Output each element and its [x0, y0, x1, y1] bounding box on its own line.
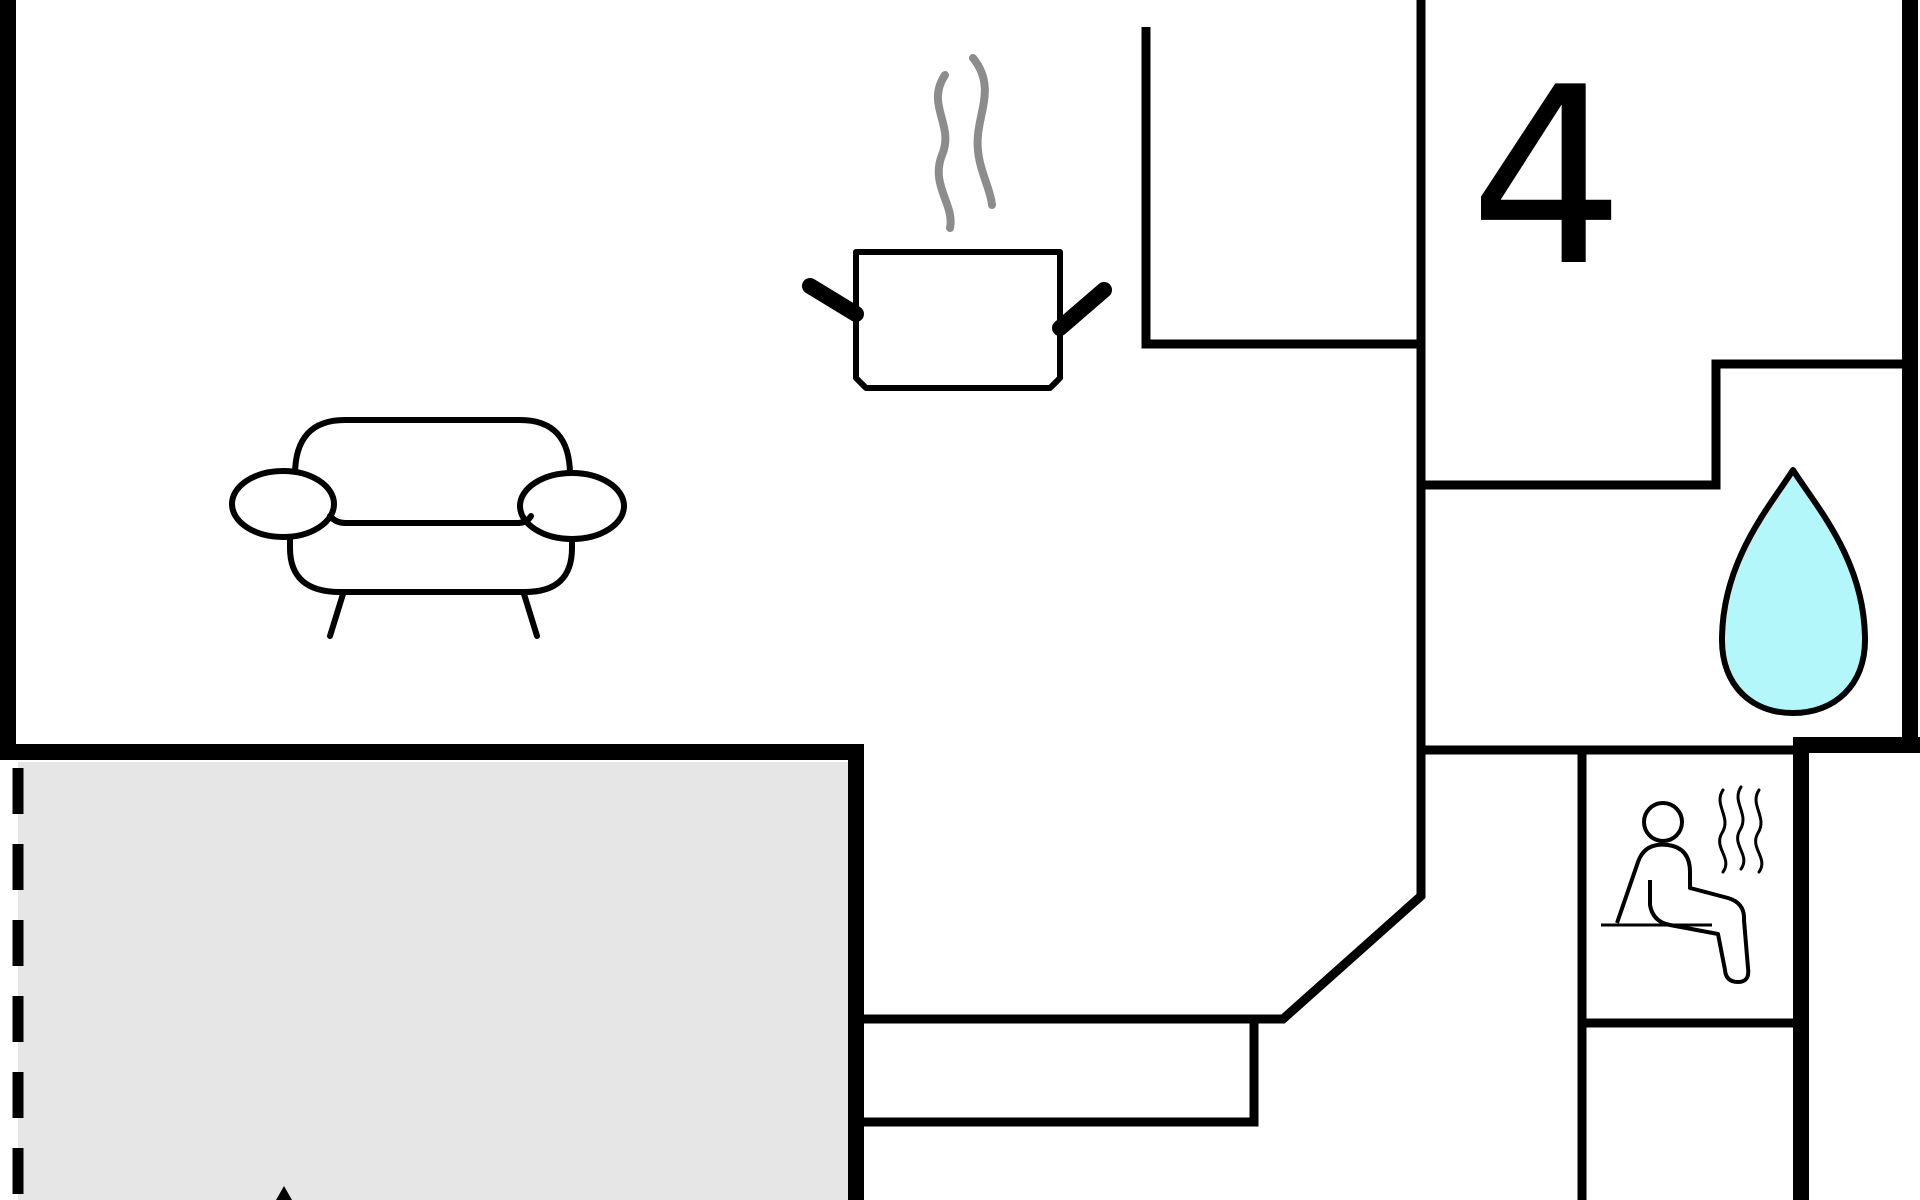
water-drop-icon: [1719, 467, 1868, 716]
kitchen-counter-wall: [1141, 27, 1421, 349]
interior-wall-diagonal: [862, 0, 1426, 1024]
terrace-label-fragment: [276, 1186, 292, 1200]
step-wall: [862, 1019, 1259, 1127]
room-number-label: 4: [1469, 35, 1625, 320]
outer-wall-bottom-right: [1793, 737, 1920, 1200]
bedroom-wall: [1421, 359, 1910, 490]
sofa-icon: [229, 417, 627, 639]
outer-wall-terrace: [0, 744, 864, 1200]
terrace-area: [18, 762, 856, 1200]
sauna-icon: [1601, 785, 1764, 984]
cooking-pot-icon: [802, 54, 1112, 391]
